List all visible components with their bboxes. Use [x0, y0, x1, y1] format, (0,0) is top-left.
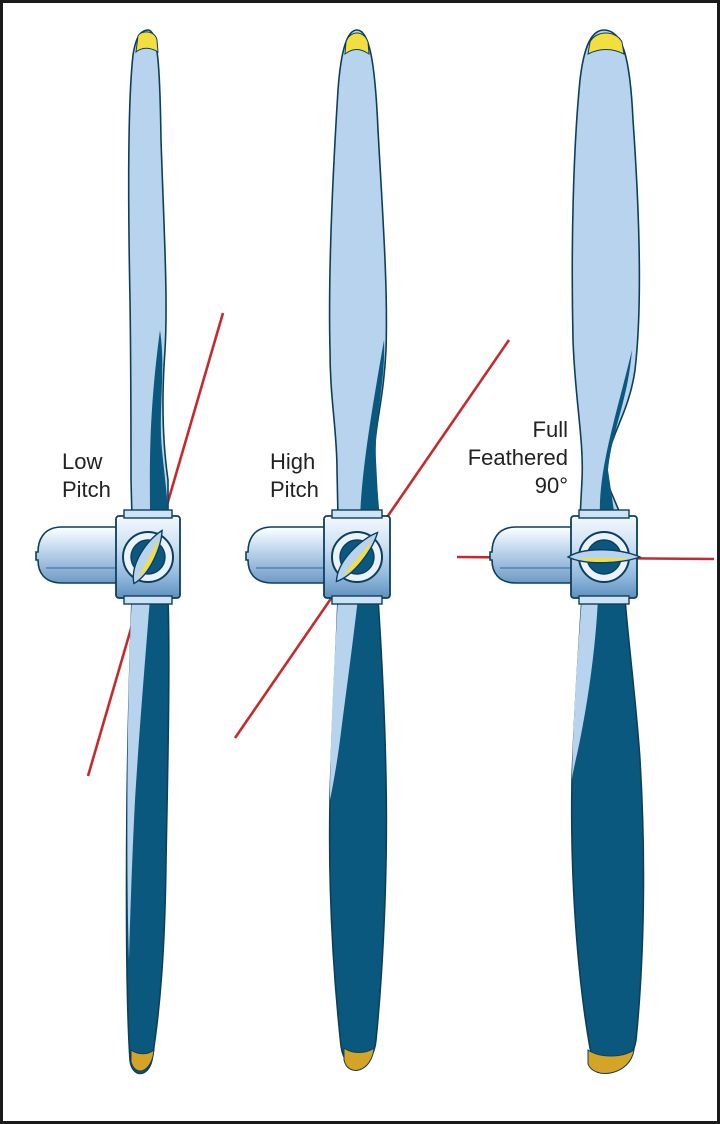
- feathered-airfoil-highlight: [578, 558, 630, 562]
- low-lower-blade-highlight: [127, 598, 150, 960]
- high-upper-blade-face: [328, 29, 388, 519]
- propeller-high-pitch-icon: [233, 29, 511, 1071]
- propeller-feathered-icon: [456, 29, 715, 1074]
- high-lower-blade: [328, 597, 388, 1071]
- low-pitch-label: Low Pitch: [62, 448, 111, 504]
- high-upper-blade: [328, 29, 388, 519]
- high-hub-collar-top: [331, 509, 383, 519]
- low-hub-collar-bottom: [123, 595, 173, 605]
- low-upper-blade-shadow: [149, 330, 168, 518]
- propeller-low-pitch-icon: [35, 29, 225, 1075]
- feathered-upper-blade-shadow: [599, 350, 632, 518]
- feathered-upper-tip: [587, 32, 625, 55]
- low-spinner: [35, 526, 121, 584]
- high-pitch-label-line2: Pitch: [270, 477, 319, 502]
- low-hub-collar-top: [123, 509, 173, 519]
- low-upper-blade: [127, 29, 169, 519]
- high-airfoil-section: [335, 531, 379, 583]
- feathered-label: Full Feathered 90°: [440, 416, 568, 500]
- low-lower-tip: [130, 1048, 155, 1072]
- high-spinner: [245, 526, 331, 584]
- feathered-lower-tip: [587, 1048, 635, 1074]
- low-upper-tip: [135, 31, 159, 54]
- feathered-upper-blade: [571, 29, 641, 519]
- low-airfoil-body: [132, 529, 163, 585]
- low-upper-blade-face: [127, 29, 169, 519]
- feathered-lower-blade: [570, 597, 645, 1074]
- high-lower-blade-highlight: [330, 598, 358, 800]
- low-pitch-label-line1: Low: [62, 449, 103, 474]
- high-airfoil-body: [335, 531, 379, 583]
- low-pitch-label-line2: Pitch: [62, 477, 111, 502]
- low-airfoil-section: [132, 529, 163, 585]
- feathered-spinner: [489, 526, 575, 584]
- feathered-lower-blade-highlight: [572, 598, 598, 780]
- high-pitch-label: High Pitch: [270, 448, 319, 504]
- feathered-hub-collar-bottom: [578, 595, 630, 605]
- feathered-label-line3: 90°: [534, 473, 568, 498]
- high-upper-tip: [344, 32, 370, 56]
- feathered-label-line1: Full: [532, 417, 568, 442]
- high-pitch-label-line1: High: [270, 449, 316, 474]
- low-lower-blade: [125, 597, 170, 1075]
- feathered-upper-blade-face: [571, 29, 641, 519]
- high-hub-collar-bottom: [331, 595, 383, 605]
- high-lower-tip: [343, 1046, 375, 1071]
- high-upper-blade-shadow: [360, 340, 385, 518]
- feathered-hub-collar-top: [578, 509, 630, 519]
- feathered-airfoil-section: [566, 549, 642, 564]
- feathered-label-line2: Feathered: [467, 445, 568, 470]
